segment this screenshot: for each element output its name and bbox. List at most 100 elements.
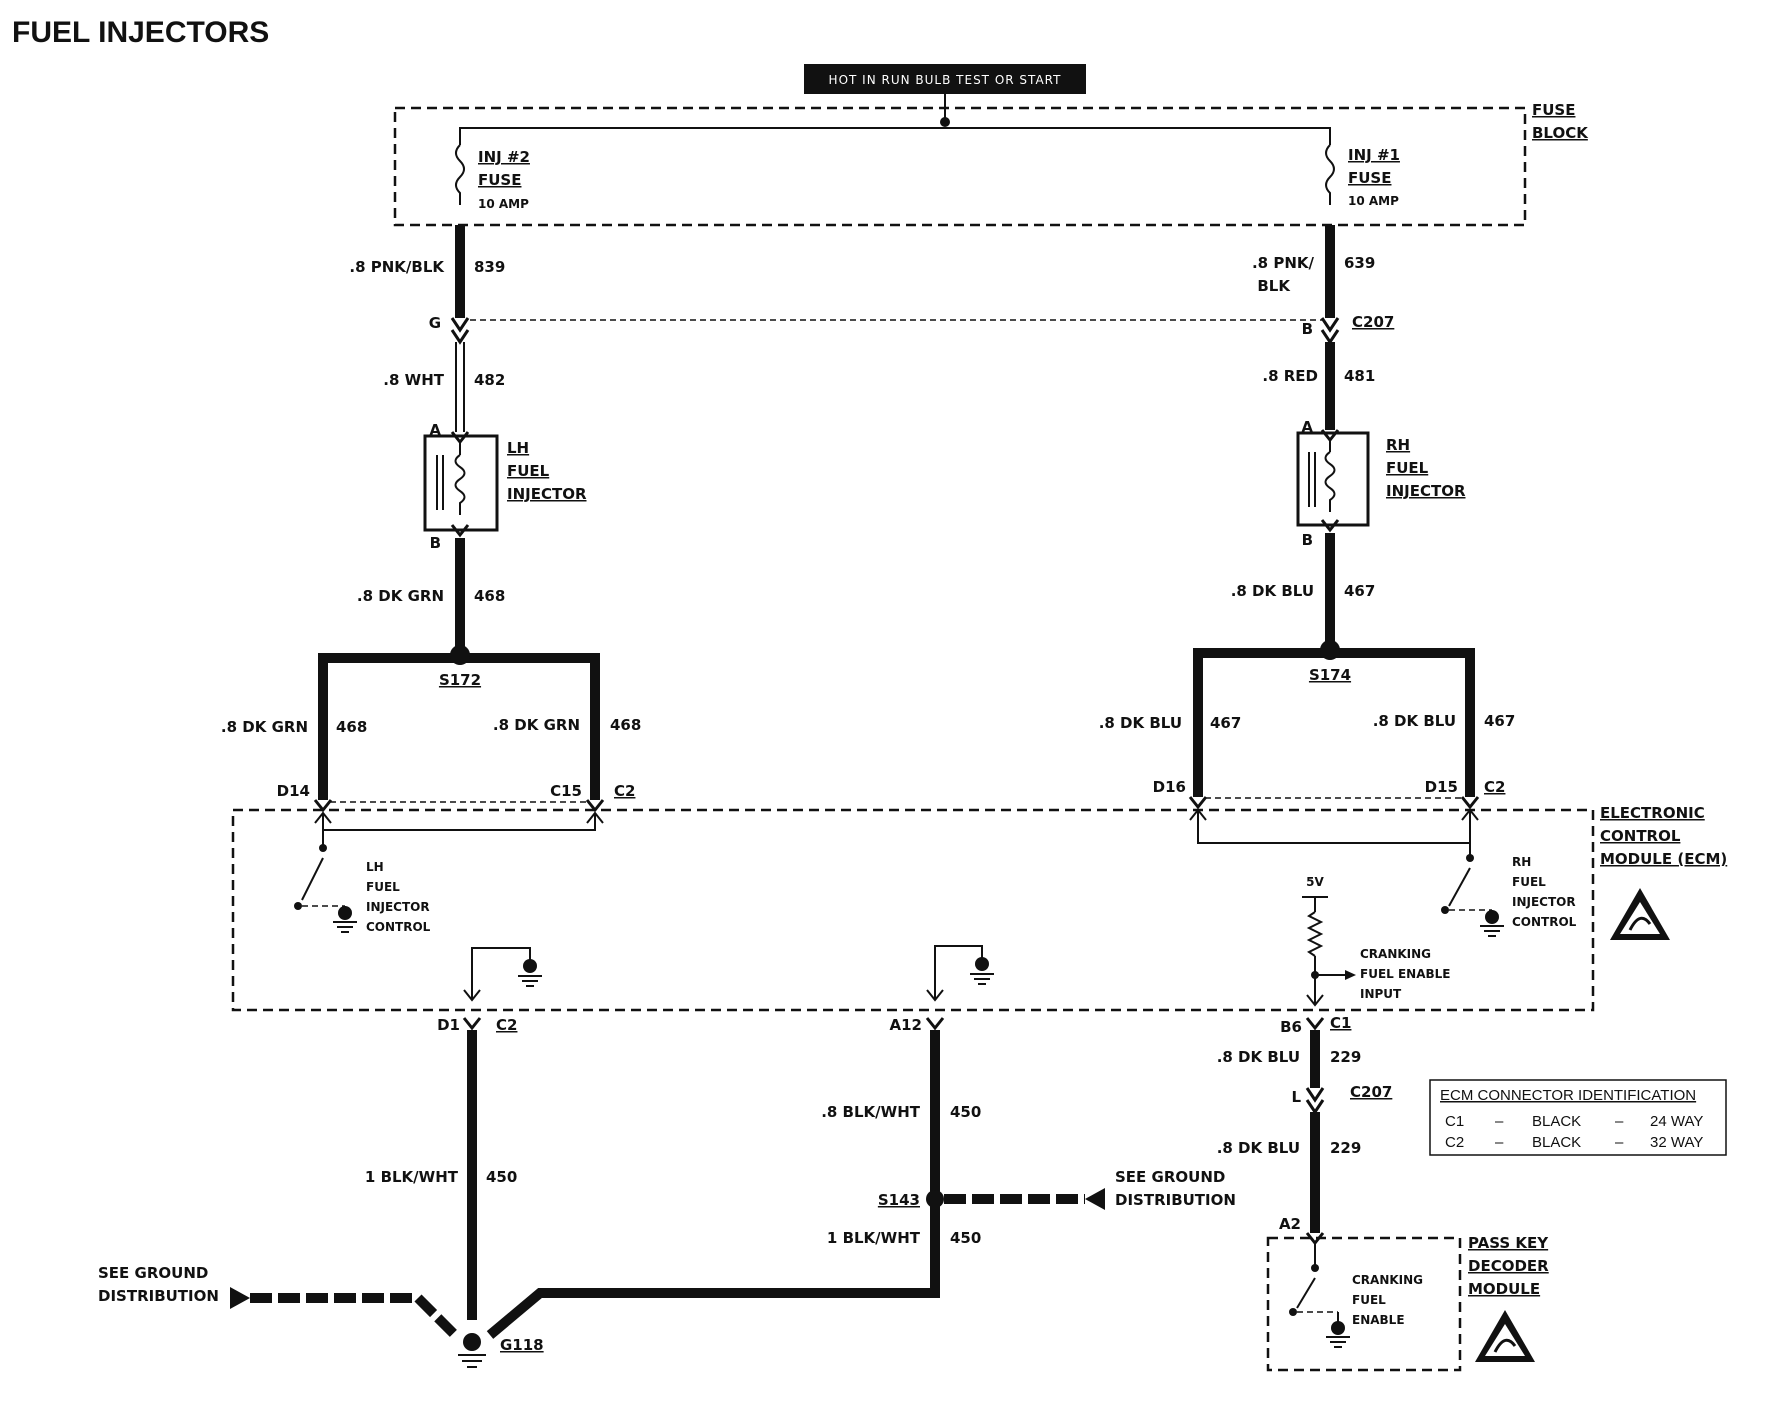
ground-arrow-right [1085, 1188, 1105, 1210]
rh-injector-control-switch [1189, 808, 1504, 937]
pin-d16: D16 [1153, 778, 1186, 796]
wire-468-color: .8 DK GRN [357, 587, 444, 605]
pin-b-rh: B [1302, 531, 1313, 549]
cranking-input-label-2: FUEL ENABLE [1360, 967, 1450, 981]
power-source-header: HOT IN RUN BULB TEST OR START [804, 64, 1086, 94]
ecm-bottom-terminals [462, 1017, 1325, 1031]
wire-229-upper-circuit: 229 [1330, 1048, 1361, 1066]
cranking-enable-label-2: FUEL [1352, 1293, 1386, 1307]
lh-injector-control-switch [294, 811, 604, 933]
pass-key-module-outline [1266, 1236, 1462, 1372]
rh-control-label-2: FUEL [1512, 875, 1546, 889]
pin-b6: B6 [1280, 1018, 1302, 1036]
ecm-table-row2-color: BLACK [1532, 1134, 1581, 1151]
wire-229-lower-circuit: 229 [1330, 1139, 1361, 1157]
wire-450-a12-circuit: 450 [950, 1103, 981, 1121]
esd-warning-icon-pass-key [1475, 1310, 1535, 1362]
fuse-block-label-1: FUSE [1532, 101, 1575, 119]
ecm-table-row2-conn: C2 [1445, 1134, 1464, 1151]
pin-b-lh: B [430, 534, 441, 552]
wire-468-circuit: 468 [474, 587, 505, 605]
ground-note-right-1: SEE GROUND [1115, 1168, 1225, 1186]
pin-a12: A12 [890, 1016, 922, 1034]
lh-injector-label-1: LH [507, 439, 529, 457]
ground-note-right-2: DISTRIBUTION [1115, 1191, 1236, 1209]
ecm-table-row1-color: BLACK [1532, 1113, 1581, 1130]
ground-arrow-left [230, 1287, 250, 1309]
rh-control-label-1: RH [1512, 855, 1531, 869]
wire-450-lower-circuit: 450 [950, 1229, 981, 1247]
wire-467-right-color: .8 DK BLU [1373, 712, 1456, 730]
rh-fuel-injector [1296, 429, 1370, 533]
splice-s172-label: S172 [439, 671, 481, 689]
splice-s143-label: S143 [878, 1191, 920, 1209]
ecm-internal-ground-a12 [926, 945, 994, 1002]
pin-g: G [429, 314, 441, 332]
wire-639-color: .8 PNK/ [1252, 254, 1315, 272]
connector-c207-label: C207 [1352, 313, 1394, 331]
connector-c207-lower-terminal [1305, 1087, 1325, 1115]
cranking-enable-label-1: CRANKING [1352, 1273, 1423, 1287]
power-source-label: HOT IN RUN BULB TEST OR START [829, 73, 1062, 87]
pin-l: L [1291, 1088, 1301, 1106]
inj2-fuse-label-2: FUSE [478, 171, 521, 189]
ecm-top-terminals [313, 796, 1480, 813]
wire-229-upper-color: .8 DK BLU [1217, 1048, 1300, 1066]
pass-key-label-3: MODULE [1468, 1280, 1540, 1298]
ecm-table-row2-dash1: – [1495, 1134, 1504, 1151]
wire-467-left-circuit: 467 [1210, 714, 1241, 732]
inj2-fuse-label: INJ #2 [478, 148, 530, 166]
inj1-fuse-rating: 10 AMP [1348, 194, 1399, 208]
wire-839-circuit: 839 [474, 258, 505, 276]
lh-fuel-injector [423, 431, 499, 538]
wire-467-right-circuit: 467 [1484, 712, 1515, 730]
lh-control-label-4: CONTROL [366, 920, 431, 934]
ground-g118-label: G118 [500, 1336, 544, 1354]
wire-467-color: .8 DK BLU [1231, 582, 1314, 600]
rh-control-label-3: INJECTOR [1512, 895, 1576, 909]
wire-468-left-color: .8 DK GRN [221, 718, 308, 736]
ecm-table-row1-size: 24 WAY [1650, 1113, 1703, 1130]
rh-injector-label-3: INJECTOR [1386, 482, 1466, 500]
pin-c1: C1 [1330, 1014, 1351, 1032]
ecm-table-row2-dash2: – [1615, 1134, 1624, 1151]
pin-b-c207: B [1302, 320, 1313, 338]
splice-s172 [450, 645, 470, 665]
wire-639-color-2: BLK [1257, 277, 1291, 295]
lh-control-label-2: FUEL [366, 880, 400, 894]
rh-injector-label-2: FUEL [1386, 459, 1429, 477]
pin-c2-bottom: C2 [496, 1016, 517, 1034]
wire-839-color: .8 PNK/BLK [349, 258, 445, 276]
fuse-block-label-2: BLOCK [1532, 124, 1589, 142]
wire-468-right-color: .8 DK GRN [493, 716, 580, 734]
ecm-connector-table: ECM CONNECTOR IDENTIFICATION C1 – BLACK … [1429, 1079, 1727, 1156]
wire-468-left-circuit: 468 [336, 718, 367, 736]
five-volt-label: 5V [1306, 875, 1324, 889]
inj2-fuse-symbol [455, 144, 465, 205]
inj1-fuse-label-2: FUSE [1348, 169, 1391, 187]
pass-key-label-1: PASS KEY [1468, 1234, 1549, 1252]
pin-a-rh: A [1301, 418, 1313, 436]
pin-d1: D1 [437, 1016, 460, 1034]
wire-450-s143-g118 [486, 1202, 940, 1339]
wire-450-d1-color: 1 BLK/WHT [365, 1168, 459, 1186]
pin-d14: D14 [277, 782, 310, 800]
cranking-input-label-3: INPUT [1360, 987, 1402, 1001]
cranking-input-label-1: CRANKING [1360, 947, 1431, 961]
lh-control-label-1: LH [366, 860, 384, 874]
ecm-table-row1-dash1: – [1495, 1113, 1504, 1130]
ecm-label-2: CONTROL [1600, 827, 1681, 845]
wire-450-lower-color: 1 BLK/WHT [827, 1229, 921, 1247]
pin-c2-top-left: C2 [614, 782, 635, 800]
inj2-fuse-rating: 10 AMP [478, 197, 529, 211]
cranking-input-circuit [1302, 896, 1356, 1007]
wire-481-circuit: 481 [1344, 367, 1375, 385]
ground-note-left-1: SEE GROUND [98, 1264, 208, 1282]
splice-s174 [1320, 640, 1340, 660]
ecm-table-row1-conn: C1 [1445, 1113, 1464, 1130]
ecm-outline [231, 808, 1595, 1012]
ecm-table-row1-dash2: – [1615, 1113, 1624, 1130]
lh-injector-label-3: INJECTOR [507, 485, 587, 503]
ground-g118 [458, 1333, 486, 1368]
